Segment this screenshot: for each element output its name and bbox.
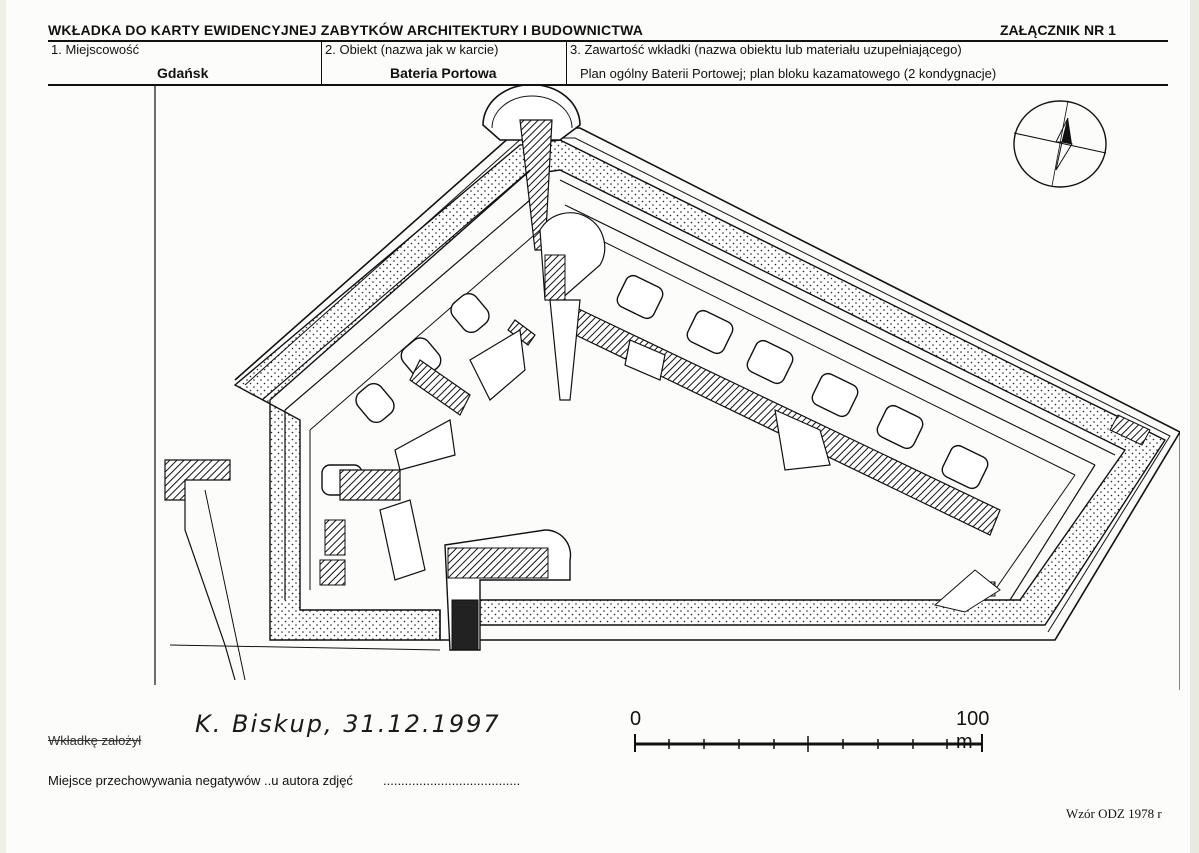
founder-label: Wkładkę założył bbox=[48, 733, 142, 748]
corner-block bbox=[933, 569, 1001, 613]
founder-signature: K. Biskup, 31.12.1997 bbox=[195, 710, 501, 738]
salient-inner-arc bbox=[491, 95, 573, 129]
outer-wall-inner-line bbox=[244, 137, 1171, 633]
object-label: 2. Obiekt (nazwa jak w karcie) bbox=[325, 42, 499, 57]
parapet-line bbox=[309, 229, 541, 431]
parapet-line bbox=[284, 199, 531, 411]
header-rule-bottom bbox=[48, 84, 1168, 86]
left-corner-hatch bbox=[324, 519, 346, 556]
content-value: Plan ogólny Baterii Portowej; plan bloku… bbox=[580, 66, 997, 81]
content-label: 3. Zawartość wkładki (nazwa obiektu lub … bbox=[570, 42, 962, 57]
scale-end-label: 100 m bbox=[956, 708, 990, 753]
left-face-traverses bbox=[339, 319, 536, 501]
north-arrow-icon bbox=[1013, 100, 1107, 188]
left-outwork-wall bbox=[184, 500, 236, 681]
salient-bastion bbox=[482, 86, 581, 141]
scan-edge-left bbox=[0, 0, 6, 853]
right-hatch-block bbox=[1109, 414, 1151, 446]
left-corner-hatch bbox=[319, 559, 346, 586]
locality-label: 1. Miejscowość bbox=[51, 42, 140, 57]
rampart-stippled-band bbox=[233, 139, 1167, 641]
gatehouse-hatch bbox=[447, 547, 549, 579]
left-face-blocks bbox=[379, 329, 526, 581]
scan-edge-right bbox=[1190, 0, 1199, 853]
scale-start-label: 0 bbox=[630, 708, 642, 730]
bottom-ground-line bbox=[169, 644, 441, 651]
gun-emplacements bbox=[616, 274, 989, 490]
form-model-label: Wzór ODZ 1978 r bbox=[1066, 806, 1162, 821]
negatives-location-fill-line: ...................................... bbox=[383, 773, 521, 788]
field-separator bbox=[566, 41, 567, 84]
negatives-location-label: Miejsce przechowywania negatywów ..u aut… bbox=[48, 773, 353, 788]
left-outwork-wall bbox=[204, 489, 246, 681]
scale-bar-graphic bbox=[634, 734, 983, 752]
scale-bar: 0 100 m bbox=[620, 700, 1000, 760]
gatehouse-solid bbox=[451, 599, 479, 651]
document-title: WKŁADKA DO KARTY EWIDENCYJNEJ ZABYTKÓW A… bbox=[48, 22, 644, 38]
locality-value: Gdańsk bbox=[157, 65, 209, 81]
parapet-line bbox=[564, 204, 1096, 466]
parapet-line bbox=[579, 229, 1076, 476]
parapet-line bbox=[261, 169, 531, 401]
battery-site-plan bbox=[154, 86, 1180, 690]
field-separator bbox=[321, 41, 322, 84]
annex-number: ZAŁĄCZNIK NR 1 bbox=[1000, 22, 1116, 38]
outer-wall-outline bbox=[234, 127, 1180, 641]
object-value: Bateria Portowa bbox=[390, 65, 497, 81]
parapet-line bbox=[559, 179, 1116, 456]
traverses bbox=[624, 339, 831, 471]
parapet-line bbox=[994, 474, 1076, 591]
apex-spur bbox=[549, 299, 581, 401]
header-rule-top bbox=[48, 40, 1168, 42]
apex-hatch bbox=[544, 254, 566, 301]
left-outwork bbox=[164, 459, 231, 501]
parapet-line bbox=[1009, 464, 1096, 601]
